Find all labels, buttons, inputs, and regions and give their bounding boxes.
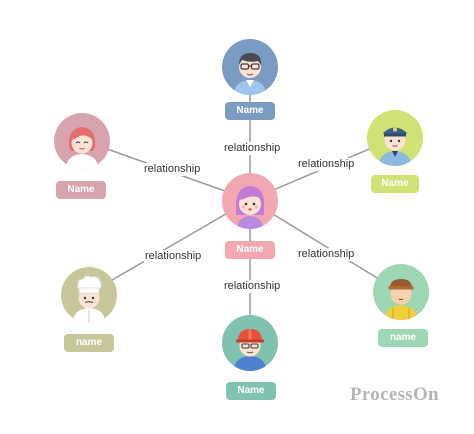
police-officer-icon [379, 127, 411, 166]
bottom-name-badge[interactable]: Name [226, 382, 276, 400]
bottom-right-name-badge[interactable]: name [378, 329, 428, 347]
chef-icon [73, 275, 105, 323]
center-avatar[interactable] [222, 173, 278, 229]
man-glasses-icon [234, 53, 266, 95]
woman-red-hair-icon [66, 127, 98, 169]
top-left-name-badge[interactable]: Name [56, 181, 106, 199]
edge-label-bottom-left: relationship [144, 250, 203, 263]
top-right-avatar[interactable] [367, 110, 423, 166]
top-right-name-badge[interactable]: Name [371, 175, 419, 193]
edge-bottom-right [249, 199, 401, 293]
edge-label-bottom: relationship [223, 280, 282, 293]
bottom-left-avatar[interactable] [61, 267, 117, 323]
top-left-avatar[interactable] [54, 113, 110, 169]
top-name-badge[interactable]: Name [225, 102, 275, 120]
edge-label-top-right: relationship [297, 158, 356, 171]
edge-label-bottom-right: relationship [297, 248, 356, 261]
girl-purple-hair-icon [236, 186, 265, 229]
bottom-left-name-badge[interactable]: name [64, 334, 114, 352]
edge-label-top: relationship [223, 142, 282, 155]
edge-label-top-left: relationship [143, 163, 202, 176]
bottom-avatar[interactable] [222, 315, 278, 371]
worker-hard-hat-icon [234, 329, 266, 371]
edge-bottom-left [87, 199, 251, 295]
top-avatar[interactable] [222, 39, 278, 95]
construction-worker-icon [385, 279, 417, 320]
watermark-logo: ProcessOn [350, 384, 439, 405]
center-name-badge[interactable]: Name [225, 241, 275, 259]
bottom-right-avatar[interactable] [373, 264, 429, 320]
